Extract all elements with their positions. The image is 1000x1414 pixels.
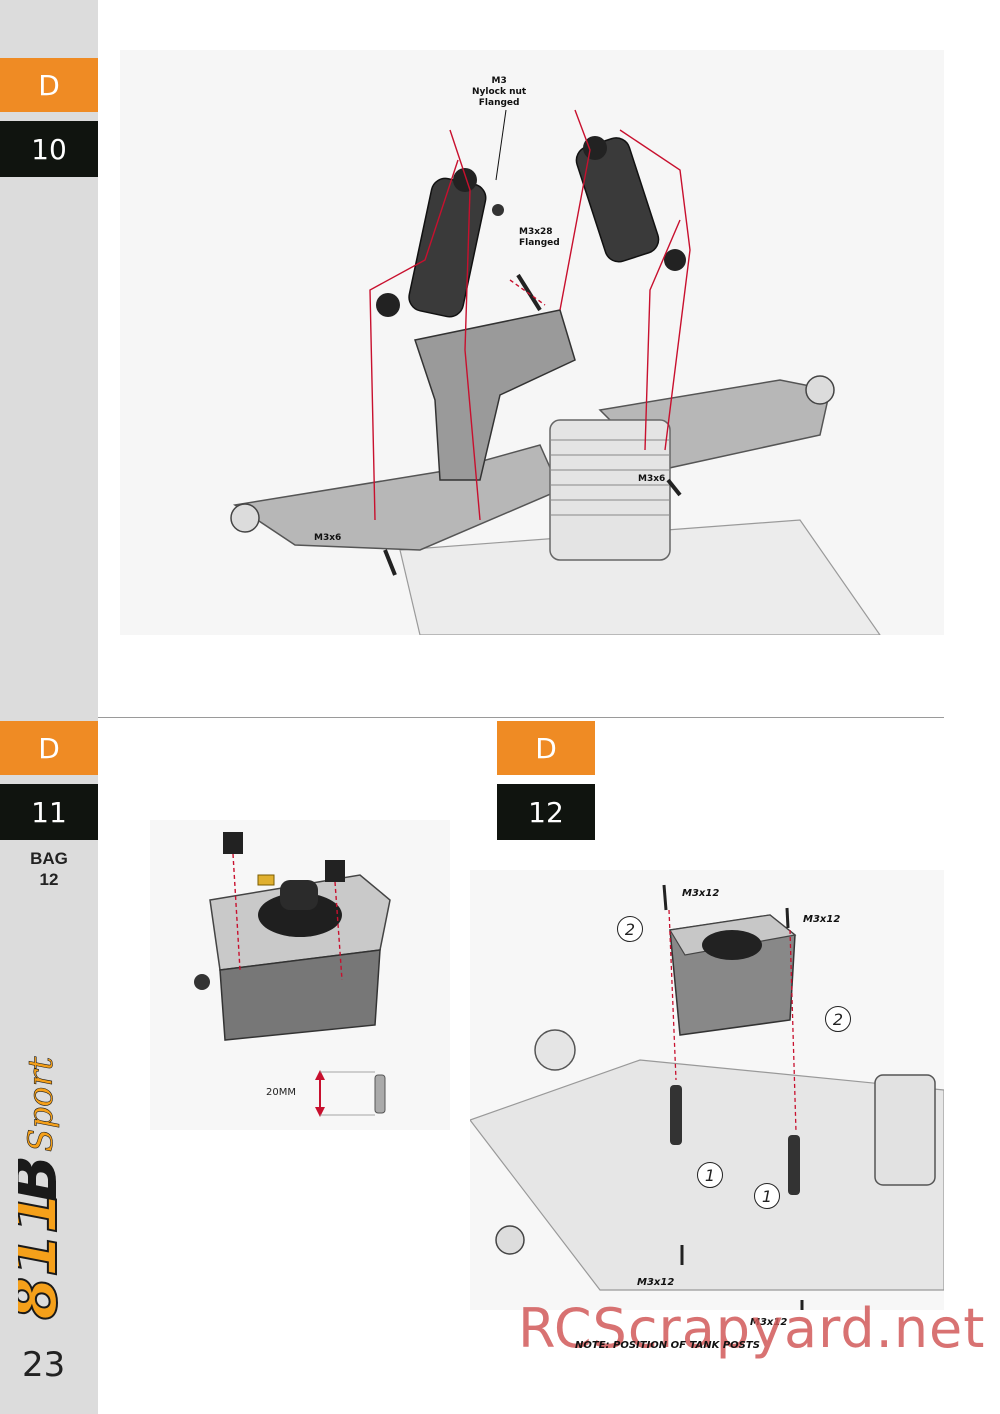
step-d10-number-tab: 10: [0, 121, 98, 177]
svg-text:Sport: Sport: [21, 1056, 61, 1152]
step-d11-number-tab: 11: [0, 784, 98, 840]
label-m3x12-bottom-left: M3x12: [637, 1277, 675, 1288]
step-d11-illustration: [150, 820, 450, 1130]
step-d12-letter-tab: D: [497, 721, 595, 775]
callout-2-right: 2: [825, 1006, 851, 1032]
page-number: 23: [22, 1345, 66, 1385]
label-m3x28: M3x28 Flanged: [519, 227, 560, 249]
sidebar: [0, 0, 98, 1414]
watermark: RCScrapyard.net: [518, 1297, 986, 1360]
step-d12-illustration: [470, 870, 944, 1310]
label-nylock-line1: M3: [491, 76, 507, 86]
bag-label: BAG 12: [0, 848, 98, 890]
callout-2-left: 2: [617, 916, 643, 942]
dimension-20mm: 20MM: [266, 1087, 296, 1098]
brand-logo: 811 B Sport: [18, 1056, 72, 1321]
bag-label-number: 12: [39, 870, 59, 889]
callout-1-right: 1: [754, 1183, 780, 1209]
label-m3x28-line2: Flanged: [519, 238, 560, 248]
label-nylock-line2: Nylock nut: [472, 87, 527, 97]
label-nylock-line3: Flanged: [478, 98, 520, 108]
label-m3x6-right: M3x6: [638, 474, 666, 484]
label-m3x6-left: M3x6: [314, 533, 342, 543]
bag-label-word: BAG: [30, 849, 68, 868]
step-d10-letter-tab: D: [0, 58, 98, 112]
step-d10-illustration: [120, 50, 944, 635]
step-d12-number-tab: 12: [497, 784, 595, 840]
label-m3x12-top-right: M3x12: [803, 914, 841, 925]
svg-text:B: B: [18, 1155, 71, 1202]
label-m3x28-line1: M3x28: [519, 227, 553, 237]
section-divider: [98, 717, 944, 718]
callout-1-left: 1: [697, 1162, 723, 1188]
label-m3x12-bottom-right: M3x12: [750, 1317, 788, 1328]
step-d11-letter-tab: D: [0, 721, 98, 775]
label-m3x12-top-left: M3x12: [682, 888, 720, 899]
svg-text:811: 811: [18, 1191, 71, 1320]
label-nylock-nut: M3 Nylock nut Flanged: [472, 76, 526, 109]
note-tank-posts: NOTE: POSITION OF TANK POSTS: [575, 1340, 760, 1351]
